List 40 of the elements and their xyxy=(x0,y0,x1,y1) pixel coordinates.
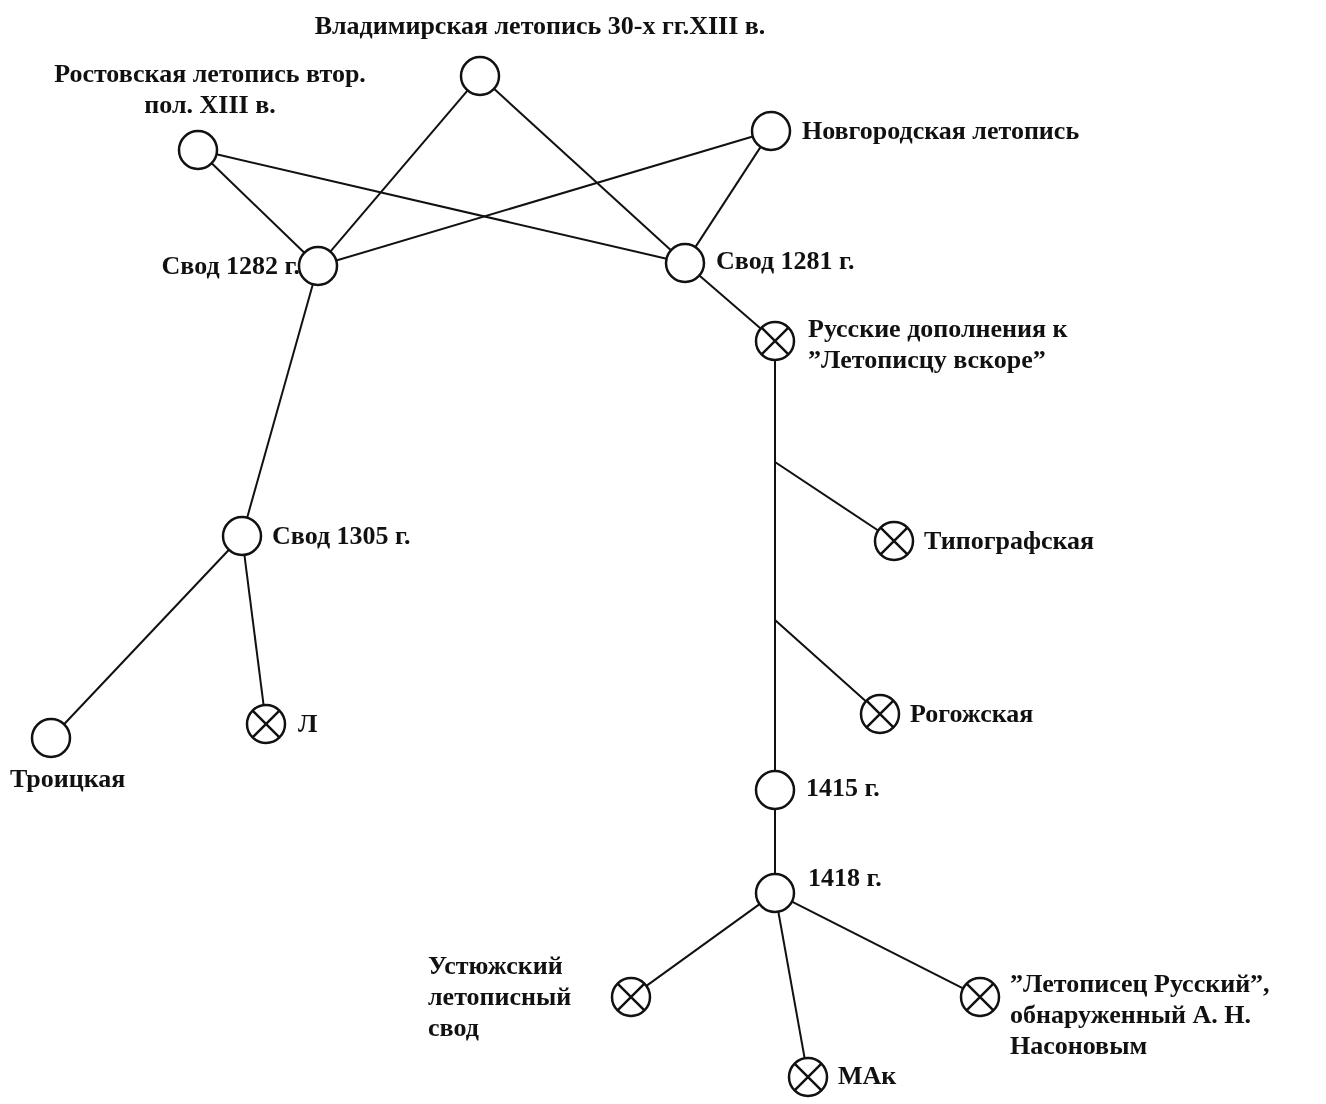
node-label: Л xyxy=(298,708,318,739)
connector-line xyxy=(329,89,469,253)
node-label: Свод 1282 г. xyxy=(160,250,300,281)
crossed-circle-node xyxy=(788,1057,828,1097)
circle-node xyxy=(755,873,795,913)
crossed-circle-node xyxy=(874,521,914,561)
connector-line xyxy=(335,135,754,262)
circle-node xyxy=(665,243,705,283)
node-label: 1415 г. xyxy=(806,772,880,803)
connector-line xyxy=(63,548,230,726)
node-label: ”Летописец Русский”, обнаруженный А. Н. Насоновым xyxy=(1010,968,1271,1061)
node-label: Устюжский летописный свод xyxy=(428,950,573,1043)
connector-line xyxy=(698,274,762,330)
connector-line xyxy=(210,162,306,254)
crossed-circle-node xyxy=(755,321,795,361)
node-label: Рогожская xyxy=(910,698,1034,729)
node-label: Свод 1281 г. xyxy=(716,245,855,276)
circle-node xyxy=(298,246,338,286)
circle-node xyxy=(751,111,791,151)
circle-node xyxy=(31,718,71,758)
node-label: МАк xyxy=(838,1060,897,1091)
crossed-circle-node xyxy=(960,977,1000,1017)
node-label: 1418 г. xyxy=(808,862,882,893)
circle-node xyxy=(755,770,795,810)
circle-node xyxy=(178,130,218,170)
connector-line xyxy=(774,808,776,875)
crossed-circle-node xyxy=(860,694,900,734)
circle-node xyxy=(460,56,500,96)
connector-line xyxy=(645,903,761,987)
node-label: Русские дополнения к ”Летописцу вскоре” xyxy=(808,313,1069,375)
node-label: Ростовская летопись втор. пол. XIII в. xyxy=(53,58,367,120)
node-label: Владимирская летопись 30-х гг.XIII в. xyxy=(313,10,767,41)
crossed-circle-node xyxy=(246,704,286,744)
node-label: Типографская xyxy=(924,525,1095,556)
node-label: Троицкая xyxy=(10,763,126,794)
connector-line xyxy=(493,87,672,252)
node-label: Свод 1305 г. xyxy=(272,520,411,551)
crossed-circle-node xyxy=(611,977,651,1017)
node-label: Новгородская летопись xyxy=(802,115,1080,146)
circle-node xyxy=(222,516,262,556)
